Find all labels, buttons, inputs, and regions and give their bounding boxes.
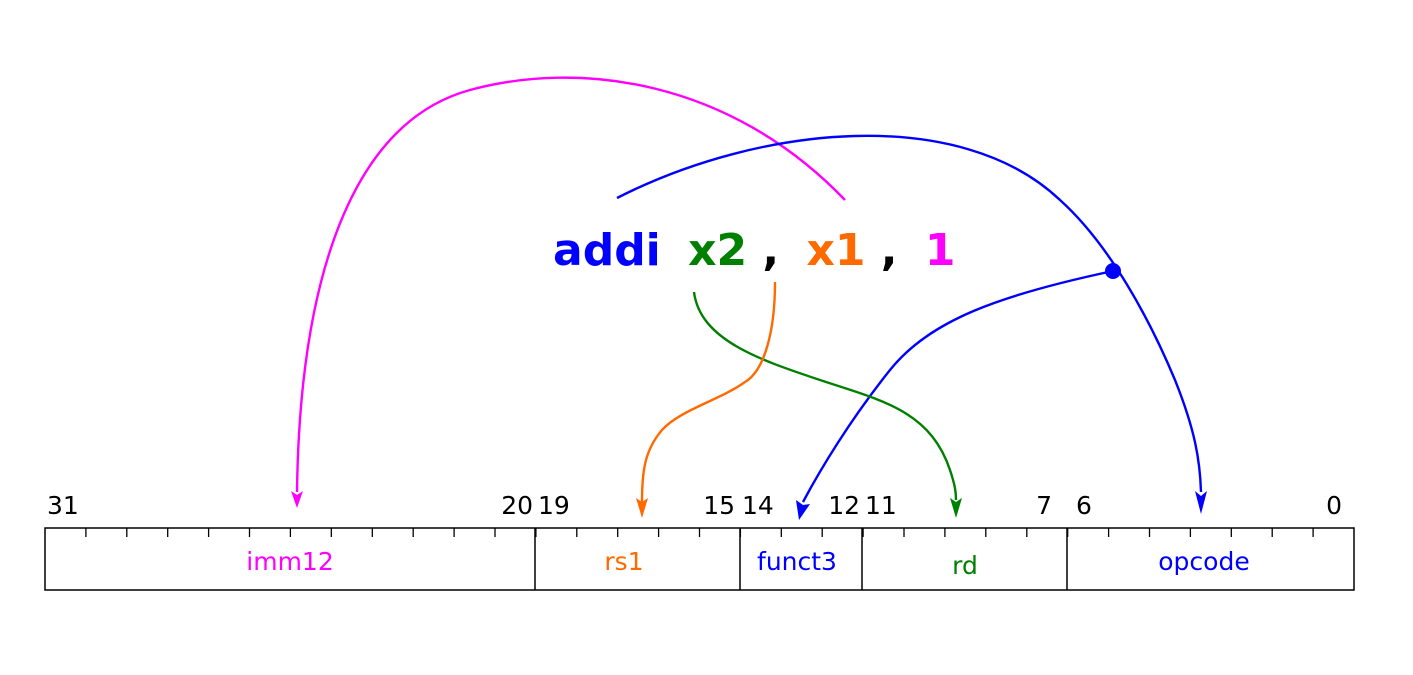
field-rd: rd [952, 551, 978, 580]
instruction-format-box: imm12 rs1 funct3 rd opcode [44, 527, 1355, 591]
field-imm12: imm12 [246, 547, 333, 576]
bit-20: 20 [501, 491, 533, 520]
arrows [291, 76, 1207, 520]
bit-31: 31 [47, 491, 79, 520]
bit-19: 19 [538, 491, 570, 520]
bit-ticks [85, 528, 1314, 537]
bit-7: 7 [1036, 491, 1052, 520]
rd-arrowhead [950, 498, 962, 518]
rs1-arrowhead [636, 498, 648, 518]
instruction-text: addi x2 , x1 , 1 [553, 225, 955, 276]
field-opcode: opcode [1158, 547, 1249, 576]
opcode-arrowhead [1195, 491, 1207, 514]
imm-arrow [295, 76, 846, 493]
bit-6: 6 [1076, 491, 1092, 520]
bit-12: 12 [828, 491, 860, 520]
rs1-operand: x1 [806, 225, 865, 276]
funct3-arrowhead [796, 500, 810, 520]
rd-operand: x2 [688, 225, 747, 276]
field-rs1: rs1 [604, 547, 643, 576]
funct3-arrow [801, 269, 1114, 503]
bit-0: 0 [1326, 491, 1342, 520]
field-funct3: funct3 [757, 547, 837, 576]
comma-2: , [881, 225, 898, 276]
op-mnemonic: addi [553, 225, 661, 276]
rs1-arrow [640, 281, 777, 503]
bit-11: 11 [865, 491, 897, 520]
bit-14: 14 [742, 491, 774, 520]
opcode-arrow [616, 134, 1203, 493]
imm-operand: 1 [925, 225, 956, 276]
comma-1: , [762, 225, 779, 276]
imm-arrowhead [291, 491, 303, 508]
bit-numbers: 31 20 19 15 14 12 11 7 6 0 [47, 491, 1342, 520]
rd-arrow [692, 291, 958, 501]
bit-15: 15 [703, 491, 735, 520]
